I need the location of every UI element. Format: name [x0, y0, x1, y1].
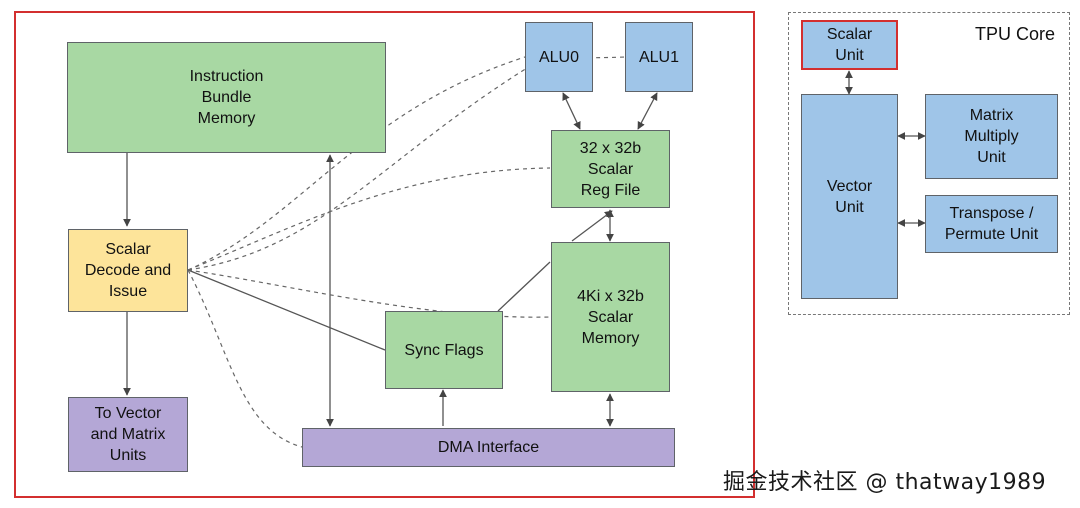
line-decode-to-sync — [187, 269, 386, 351]
tpu-transpose-permute-unit: Transpose / Permute Unit — [925, 195, 1058, 253]
sync-flags: Sync Flags — [385, 311, 503, 389]
tpu-scalar-unit: Scalar Unit — [801, 20, 898, 70]
dashed-decode-dma — [187, 269, 303, 448]
arrow-alu1-reg — [637, 92, 658, 130]
dashed-decode-memory — [187, 269, 551, 318]
scalar-decode-issue: Scalar Decode and Issue — [68, 229, 188, 312]
dma-interface: DMA Interface — [302, 428, 675, 467]
watermark-text: 掘金技术社区 @ thatway1989 — [723, 470, 1047, 495]
scalar-unit-detail-frame — [14, 11, 755, 498]
tpu-matrix-multiply-unit: Matrix Multiply Unit — [925, 94, 1058, 179]
instruction-bundle-memory: Instruction Bundle Memory — [67, 42, 386, 153]
tpu-core-title: TPU Core — [975, 24, 1056, 44]
arrow-alu0-reg — [562, 92, 581, 130]
dashed-decode-alu0-b — [187, 67, 528, 271]
dashed-decode-regfile — [187, 167, 551, 271]
scalar-memory: 4Ki x 32b Scalar Memory — [551, 242, 670, 392]
tpu-core-frame — [788, 12, 1070, 315]
arrow-memory-to-reg — [571, 210, 613, 242]
scalar-reg-file: 32 x 32b Scalar Reg File — [551, 130, 670, 208]
tpu-vector-unit: Vector Unit — [801, 94, 898, 299]
alu0: ALU0 — [525, 22, 593, 92]
alu1: ALU1 — [625, 22, 693, 92]
line-sync-to-memory — [497, 261, 551, 312]
dashed-decode-alu0-a — [187, 56, 526, 271]
to-vector-matrix-units: To Vector and Matrix Units — [68, 397, 188, 472]
